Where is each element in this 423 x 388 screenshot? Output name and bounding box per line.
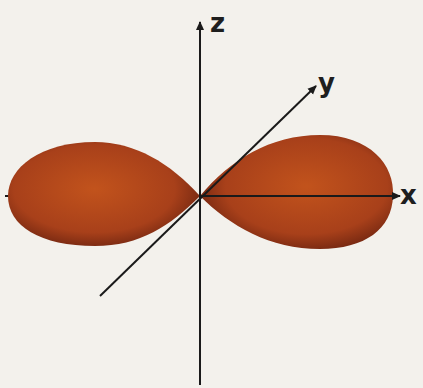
z-axis: [199, 22, 201, 250]
x-axis: [200, 195, 400, 197]
axis-label: y: [318, 70, 335, 96]
axis-label: z: [210, 10, 225, 36]
orbital-lobe: [8, 142, 200, 246]
orbital-lobe: [200, 135, 393, 249]
y-axis: [100, 86, 316, 296]
axis-label: x: [400, 182, 417, 208]
